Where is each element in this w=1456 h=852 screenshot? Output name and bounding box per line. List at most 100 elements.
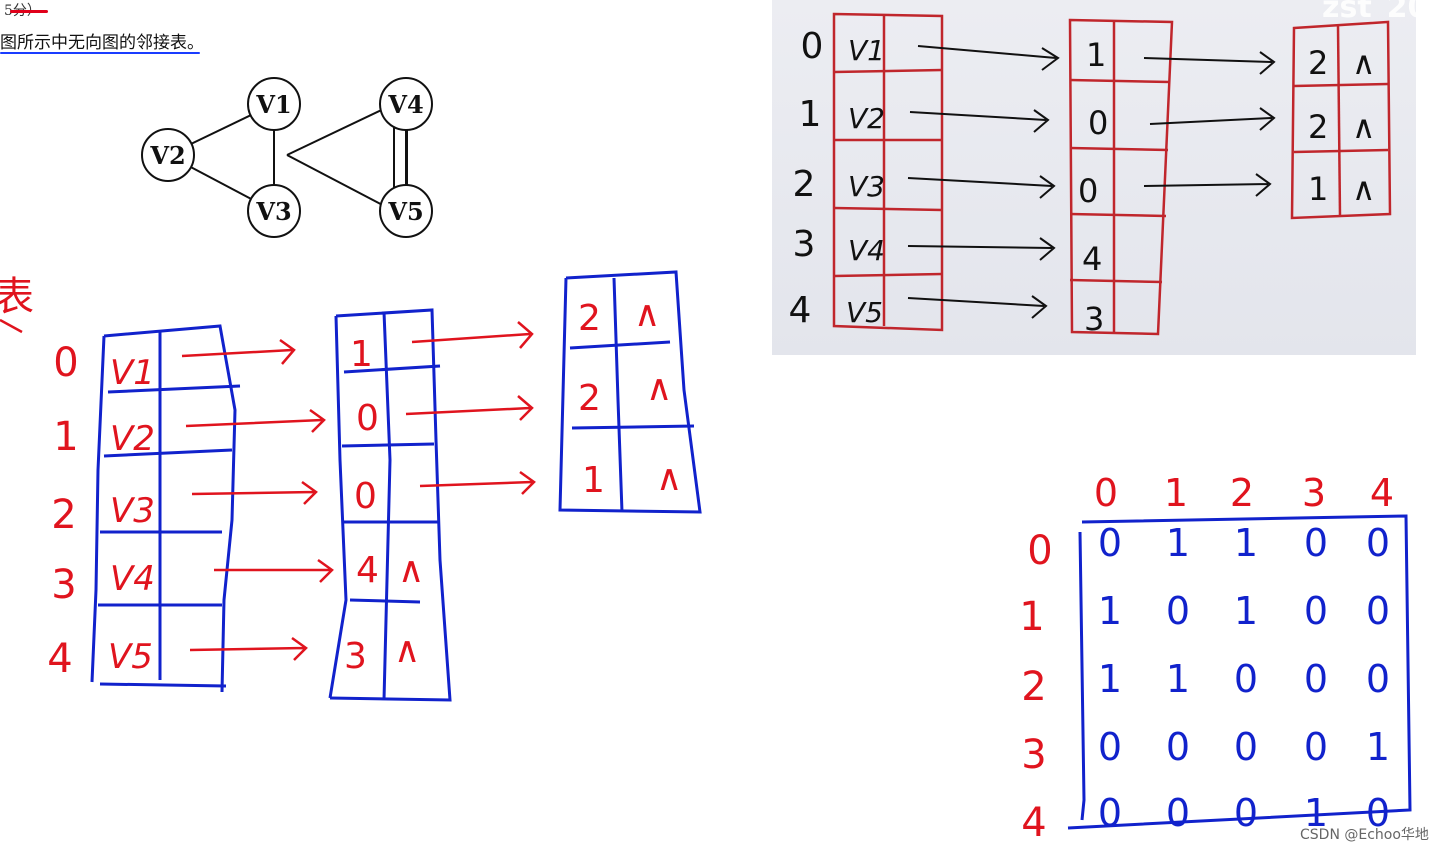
photo-vertex-v4: V4 [848,234,885,267]
second-node-1-adj: 2 [578,378,601,419]
matrix-cell: 1 [1166,657,1190,701]
index-3: 3 [51,562,76,608]
matrix-cell: 1 [1234,589,1258,633]
photo-second-node-table [1290,20,1392,220]
photo-vertex-v2: V2 [848,102,885,135]
matrix-cell: 0 [1098,791,1122,835]
first-node-4-next: ∧ [394,630,420,671]
photo-index-3: 3 [793,224,816,265]
graph-nodes: V1 V2 V3 V4 V5 [141,77,433,238]
adjacency-list-photo [772,0,1416,355]
node-v4 [379,77,433,131]
matrix-cell: 0 [1366,589,1390,633]
matrix-col-2: 2 [1230,471,1254,515]
photo-vertex-table [832,12,944,332]
matrix-cell: 0 [1234,725,1258,769]
second-node-1-next: ∧ [646,368,672,409]
matrix-cell: 1 [1366,725,1390,769]
vertex-v3: V3 [110,491,155,531]
matrix-col-4: 4 [1370,471,1394,515]
first-node-3-next: ∧ [398,550,424,591]
edge-v2-v3 [286,154,395,212]
photo-vertex-v3: V3 [848,170,885,203]
node-v4-label: V4 [387,90,423,119]
red-underline-mark [10,10,48,13]
photo-first-node-2: 0 [1078,172,1098,210]
matrix-cell: 0 [1304,589,1328,633]
matrix-col-3: 3 [1302,471,1326,515]
photo-drawing: 0 1 2 3 4 V1 V2 V3 V4 V5 1 0 0 [789,12,1392,338]
node-v1-label: V1 [255,90,291,119]
photo-second-node-1-adj: 2 [1308,108,1328,146]
matrix-cell: 0 [1098,725,1122,769]
node-v5-label: V5 [387,197,423,226]
photo-second-node-2-next: ∧ [1352,170,1375,208]
second-node-0-adj: 2 [578,298,601,339]
photo-index-4: 4 [789,290,812,331]
matrix-cell: 1 [1234,521,1258,565]
photo-watermark: zst_20 [1322,0,1429,25]
photo-index-0: 0 [801,26,824,67]
matrix-cell: 0 [1234,657,1258,701]
matrix-cell: 0 [1166,589,1190,633]
matrix-row-0: 0 [1027,528,1052,574]
photo-first-node-table [1068,18,1174,336]
photo-second-node-2-adj: 1 [1308,170,1328,208]
vertex-v1: V1 [110,353,155,393]
matrix-cell: 1 [1304,791,1328,835]
photo-index-2: 2 [793,164,816,205]
matrix-cell: 0 [1166,725,1190,769]
photo-first-node-1: 0 [1088,104,1108,142]
matrix-cell: 1 [1098,657,1122,701]
first-node-table [328,308,452,702]
node-v3 [247,184,301,238]
vertex-v5: V5 [108,637,153,677]
first-node-3-adj: 4 [356,550,379,591]
node-v5 [379,184,433,238]
matrix-row-2: 2 [1021,664,1046,710]
second-node-0-next: ∧ [634,294,660,335]
first-node-2-adj: 0 [354,476,377,517]
index-0: 0 [53,340,78,386]
matrix-cell: 0 [1234,791,1258,835]
photo-vertex-v1: V1 [848,34,885,67]
photo-second-node-0-next: ∧ [1352,44,1375,82]
second-node-2-adj: 1 [582,460,605,501]
second-node-table [558,270,702,514]
matrix-cell: 0 [1304,521,1328,565]
node-v2 [141,128,195,182]
first-node-4-adj: 3 [344,636,367,677]
matrix-cell: 0 [1366,791,1390,835]
matrix-cell: 0 [1366,657,1390,701]
photo-first-node-3: 4 [1082,240,1102,278]
vertex-v2: V2 [110,419,155,459]
node-v3-label: V3 [255,197,291,226]
index-4: 4 [47,636,72,682]
matrix-cell: 1 [1098,589,1122,633]
first-node-0-adj: 1 [350,334,373,375]
matrix-row-4: 4 [1021,800,1046,846]
matrix-cell: 0 [1366,521,1390,565]
index-1: 1 [53,414,78,460]
matrix-cell: 0 [1166,791,1190,835]
matrix-row-3: 3 [1021,732,1046,778]
first-node-1-adj: 0 [356,398,379,439]
question-text: 图所示中无向图的邻接表。 [0,33,204,53]
matrix-border [1067,514,1412,830]
vertex-table [90,324,241,693]
credit-watermark: CSDN @Echoo华地 [1300,827,1429,843]
node-v2-label: V2 [149,141,185,170]
matrix-cell: 0 [1304,725,1328,769]
matrix-cell: 0 [1304,657,1328,701]
photo-first-node-4: 3 [1084,300,1104,338]
matrix-row-1: 1 [1019,594,1044,640]
matrix-col-1: 1 [1164,471,1188,515]
photo-second-node-1-next: ∧ [1352,108,1375,146]
matrix-cell: 0 [1098,521,1122,565]
photo-vertex-v5: V5 [846,296,883,329]
matrix-cell: 1 [1166,521,1190,565]
edge-v2-v1 [286,103,395,156]
photo-second-node-0-adj: 2 [1308,44,1328,82]
matrix-col-0: 0 [1094,471,1118,515]
